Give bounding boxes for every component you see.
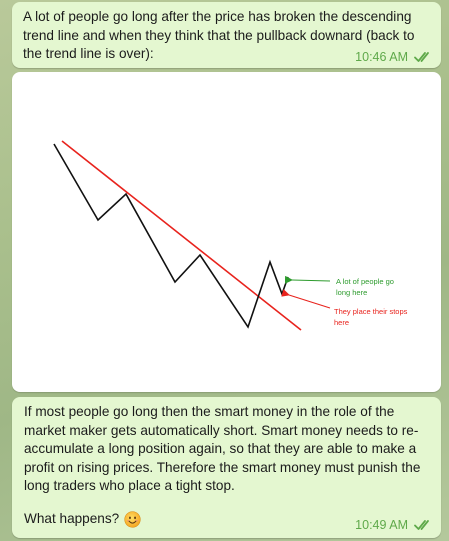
question-line: What happens? [24, 510, 141, 529]
message-meta: 10:49 AM [355, 518, 432, 532]
message-bubble[interactable]: If most people go long then the smart mo… [12, 397, 441, 538]
message-meta: 10:46 AM [355, 50, 432, 64]
trendline-chart-image: A lot of people go long here They place … [53, 140, 408, 331]
message-time: 10:46 AM [355, 50, 408, 64]
descending-trend-line [61, 140, 302, 331]
stops-label-line-1: They place their stops [334, 307, 408, 316]
long-entry-arrow [284, 275, 331, 284]
double-check-read-icon [414, 520, 429, 530]
question-text: What happens? [24, 511, 120, 526]
double-check-read-icon [414, 52, 429, 62]
stops-label-line-2: here [334, 318, 349, 327]
message-time: 10:49 AM [355, 518, 408, 532]
message-bubble[interactable]: A lot of people go long after the price … [12, 2, 441, 68]
message-text: If most people go long then the smart mo… [24, 404, 421, 493]
long-label-line-2: long here [336, 288, 367, 297]
stops-arrow [281, 289, 331, 309]
message-text: A lot of people go long after the price … [23, 9, 415, 61]
price-line [53, 143, 289, 329]
long-label-line-1: A lot of people go [336, 277, 394, 286]
chart-image-message[interactable]: A lot of people go long here They place … [12, 72, 441, 392]
smiling-face-emoji-icon [124, 511, 141, 528]
